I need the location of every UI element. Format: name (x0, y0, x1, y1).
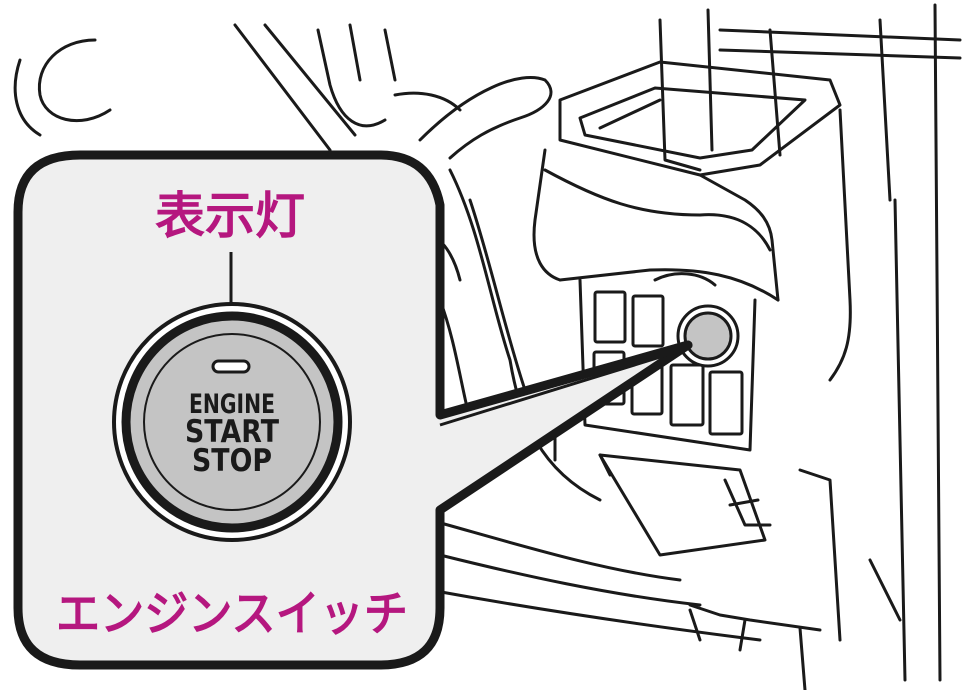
indicator-light-label: 表示灯 (155, 187, 305, 245)
button-text-stop: STOP (192, 443, 272, 479)
indicator-light-icon (211, 359, 251, 374)
dashboard-line-art (13, 3, 962, 692)
dashboard-engine-button (676, 304, 740, 368)
button-text-engine: ENGINE (189, 389, 275, 420)
engine-switch-label: エンジンスイッチ (56, 586, 408, 642)
button-text-start: START (185, 414, 279, 450)
callout-panel (13, 150, 693, 670)
engine-start-stop-button-icon: ENGINE START STOP (112, 302, 352, 542)
